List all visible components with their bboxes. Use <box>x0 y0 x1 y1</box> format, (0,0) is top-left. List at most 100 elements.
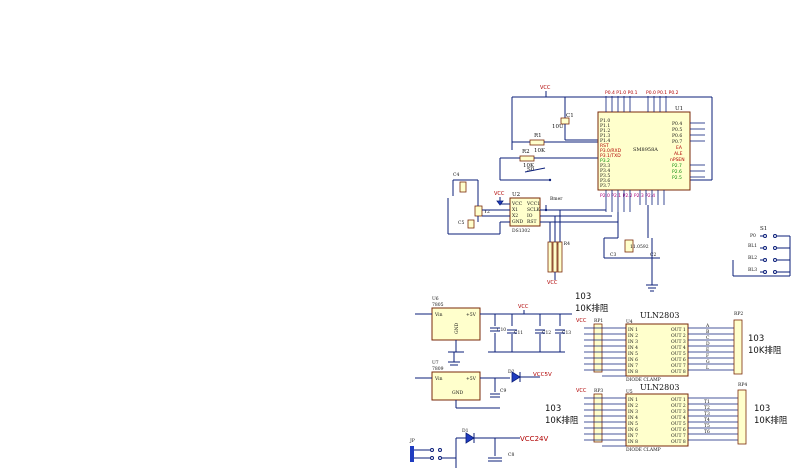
svg-text:IN 2: IN 2 <box>628 333 638 339</box>
svg-text:Y2: Y2 <box>483 209 490 215</box>
u5-out-nets: T1 T2 T3 T4 T5 T6 <box>688 397 738 441</box>
svg-text:U1: U1 <box>675 106 683 112</box>
svg-text:10K: 10K <box>534 148 546 154</box>
svg-text:P2.6: P2.6 <box>672 169 682 175</box>
svg-text:B: B <box>706 329 710 335</box>
svg-text:L: L <box>706 365 709 371</box>
svg-text:X1: X1 <box>512 207 518 213</box>
svg-text:RST: RST <box>527 219 536 225</box>
svg-text:DIODE CLAMP: DIODE CLAMP <box>626 377 661 383</box>
svg-text:P0.5: P0.5 <box>672 127 682 133</box>
svg-text:103: 103 <box>575 292 591 302</box>
svg-text:10K排阻: 10K排阻 <box>748 345 782 356</box>
svg-text:IN 1: IN 1 <box>628 327 638 333</box>
svg-text:T4: T4 <box>704 417 710 423</box>
svg-text:VCC1: VCC1 <box>526 201 540 207</box>
svg-text:nPSEN: nPSEN <box>670 157 685 163</box>
svg-text:S0: S0 <box>527 167 535 173</box>
svg-text:X2: X2 <box>512 213 518 219</box>
svg-text:U7: U7 <box>432 360 439 366</box>
svg-text:OUT 7: OUT 7 <box>671 433 686 439</box>
svg-text:P0.7: P0.7 <box>672 139 682 145</box>
svg-text:C13: C13 <box>562 330 571 336</box>
svg-text:BL1: BL1 <box>748 243 757 249</box>
regulator-u6: U6 7805 Vin +5V GND VCC C10 C11 C12 C13 <box>415 296 572 353</box>
svg-text:P3.0/RXD: P3.0/RXD <box>600 148 622 154</box>
svg-text:P0.4 P1.0 P0.1: P0.4 P1.0 P0.1 <box>605 90 638 96</box>
svg-text:OUT 2: OUT 2 <box>671 333 686 339</box>
svg-text:11.0592: 11.0592 <box>630 244 649 250</box>
svg-text:P2.0 P2.1 P2.2 P2.3 P2.4: P2.0 P2.1 P2.2 P2.3 P2.4 <box>600 193 655 199</box>
svg-text:10U: 10U <box>552 124 564 130</box>
svg-text:P3.1/TXD: P3.1/TXD <box>600 153 621 159</box>
svg-text:DIODE CLAMP: DIODE CLAMP <box>626 447 661 453</box>
svg-text:T2: T2 <box>704 405 710 411</box>
ground-symbols <box>448 352 460 366</box>
svg-text:IN 5: IN 5 <box>628 421 638 427</box>
svg-text:G: G <box>706 359 710 365</box>
svg-text:IN 4: IN 4 <box>628 345 638 351</box>
svg-text:IN 6: IN 6 <box>628 357 638 363</box>
svg-text:P0.6: P0.6 <box>672 133 682 139</box>
reset-circuit: C1 10U R1 10K R2 10K S0 <box>499 97 599 182</box>
u4-out-nets: A B C D E F G L <box>688 323 734 371</box>
svg-text:IN 4: IN 4 <box>628 415 638 421</box>
svg-text:103: 103 <box>748 334 764 344</box>
svg-text:Vin: Vin <box>434 376 443 382</box>
svg-text:U5: U5 <box>626 389 633 395</box>
svg-text:C4: C4 <box>453 172 459 178</box>
svg-text:P3.7: P3.7 <box>600 183 610 189</box>
svg-text:ALE: ALE <box>674 151 683 157</box>
svg-text:VCC: VCC <box>547 280 558 286</box>
svg-text:R3 R4: R3 R4 <box>556 241 570 247</box>
svg-text:P3.2: P3.2 <box>600 158 610 164</box>
svg-text:OUT 8: OUT 8 <box>671 369 686 375</box>
svg-text:7805: 7805 <box>432 302 444 308</box>
u4-out-pins: OUT 1 OUT 2 OUT 3 OUT 4 OUT 5 OUT 6 OUT … <box>671 327 686 375</box>
svg-text:103: 103 <box>545 404 561 414</box>
svg-text:P0: P0 <box>750 233 756 239</box>
svg-text:VCC: VCC <box>576 388 587 394</box>
svg-text:IN 6: IN 6 <box>628 427 638 433</box>
svg-text:T5: T5 <box>704 423 710 429</box>
svg-text:D2: D2 <box>508 369 515 375</box>
svg-text:P3.3: P3.3 <box>600 163 610 169</box>
svg-text:7809: 7809 <box>432 366 444 372</box>
svg-text:P1.2: P1.2 <box>600 128 610 134</box>
svg-text:OUT 6: OUT 6 <box>671 357 686 363</box>
svg-text:10K: 10K <box>523 163 535 169</box>
svg-text:IN 8: IN 8 <box>628 439 638 445</box>
svg-text:T1: T1 <box>704 399 710 405</box>
svg-text:A: A <box>705 323 710 329</box>
svg-text:DS1302: DS1302 <box>512 228 530 234</box>
svg-text:10K排阻: 10K排阻 <box>754 415 788 426</box>
driver-block-2: ULN2803 VCC RP3 103 10K排阻 U5 IN 1 IN 2 I… <box>545 382 788 453</box>
svg-text:BL2: BL2 <box>748 255 757 261</box>
u5-in-pins: IN 1 IN 2 IN 3 IN 4 IN 5 IN 6 IN 7 IN 8 <box>628 397 638 445</box>
svg-text:P3.4: P3.4 <box>600 168 610 174</box>
svg-text:Bmer: Bmer <box>550 196 563 202</box>
svg-text:P3.6: P3.6 <box>600 178 610 184</box>
svg-text:OUT 3: OUT 3 <box>671 409 686 415</box>
svg-text:VCC: VCC <box>576 318 587 324</box>
svg-text:OUT 4: OUT 4 <box>671 345 686 351</box>
svg-text:VCC: VCC <box>511 201 523 207</box>
svg-text:C9: C9 <box>500 388 506 394</box>
svg-text:IN 3: IN 3 <box>628 339 638 345</box>
resistor-network: R3 R4 VCC <box>547 210 570 286</box>
svg-text:IN 7: IN 7 <box>628 433 638 439</box>
svg-text:SCLK: SCLK <box>527 207 541 213</box>
svg-text:C5: C5 <box>458 220 464 226</box>
svg-text:P2.7: P2.7 <box>672 163 682 169</box>
svg-text:E: E <box>706 347 709 353</box>
svg-text:VCC: VCC <box>494 191 505 197</box>
svg-text:GND: GND <box>452 390 464 396</box>
svg-text:U4: U4 <box>626 319 633 325</box>
svg-text:SM8958A: SM8958A <box>633 147 658 153</box>
svg-text:IN 3: IN 3 <box>628 409 638 415</box>
svg-text:C12: C12 <box>542 330 551 336</box>
svg-text:P1.3: P1.3 <box>600 133 610 139</box>
svg-text:GND: GND <box>512 219 524 225</box>
svg-text:ULN2803: ULN2803 <box>640 311 679 320</box>
svg-text:BL3: BL3 <box>748 267 757 273</box>
